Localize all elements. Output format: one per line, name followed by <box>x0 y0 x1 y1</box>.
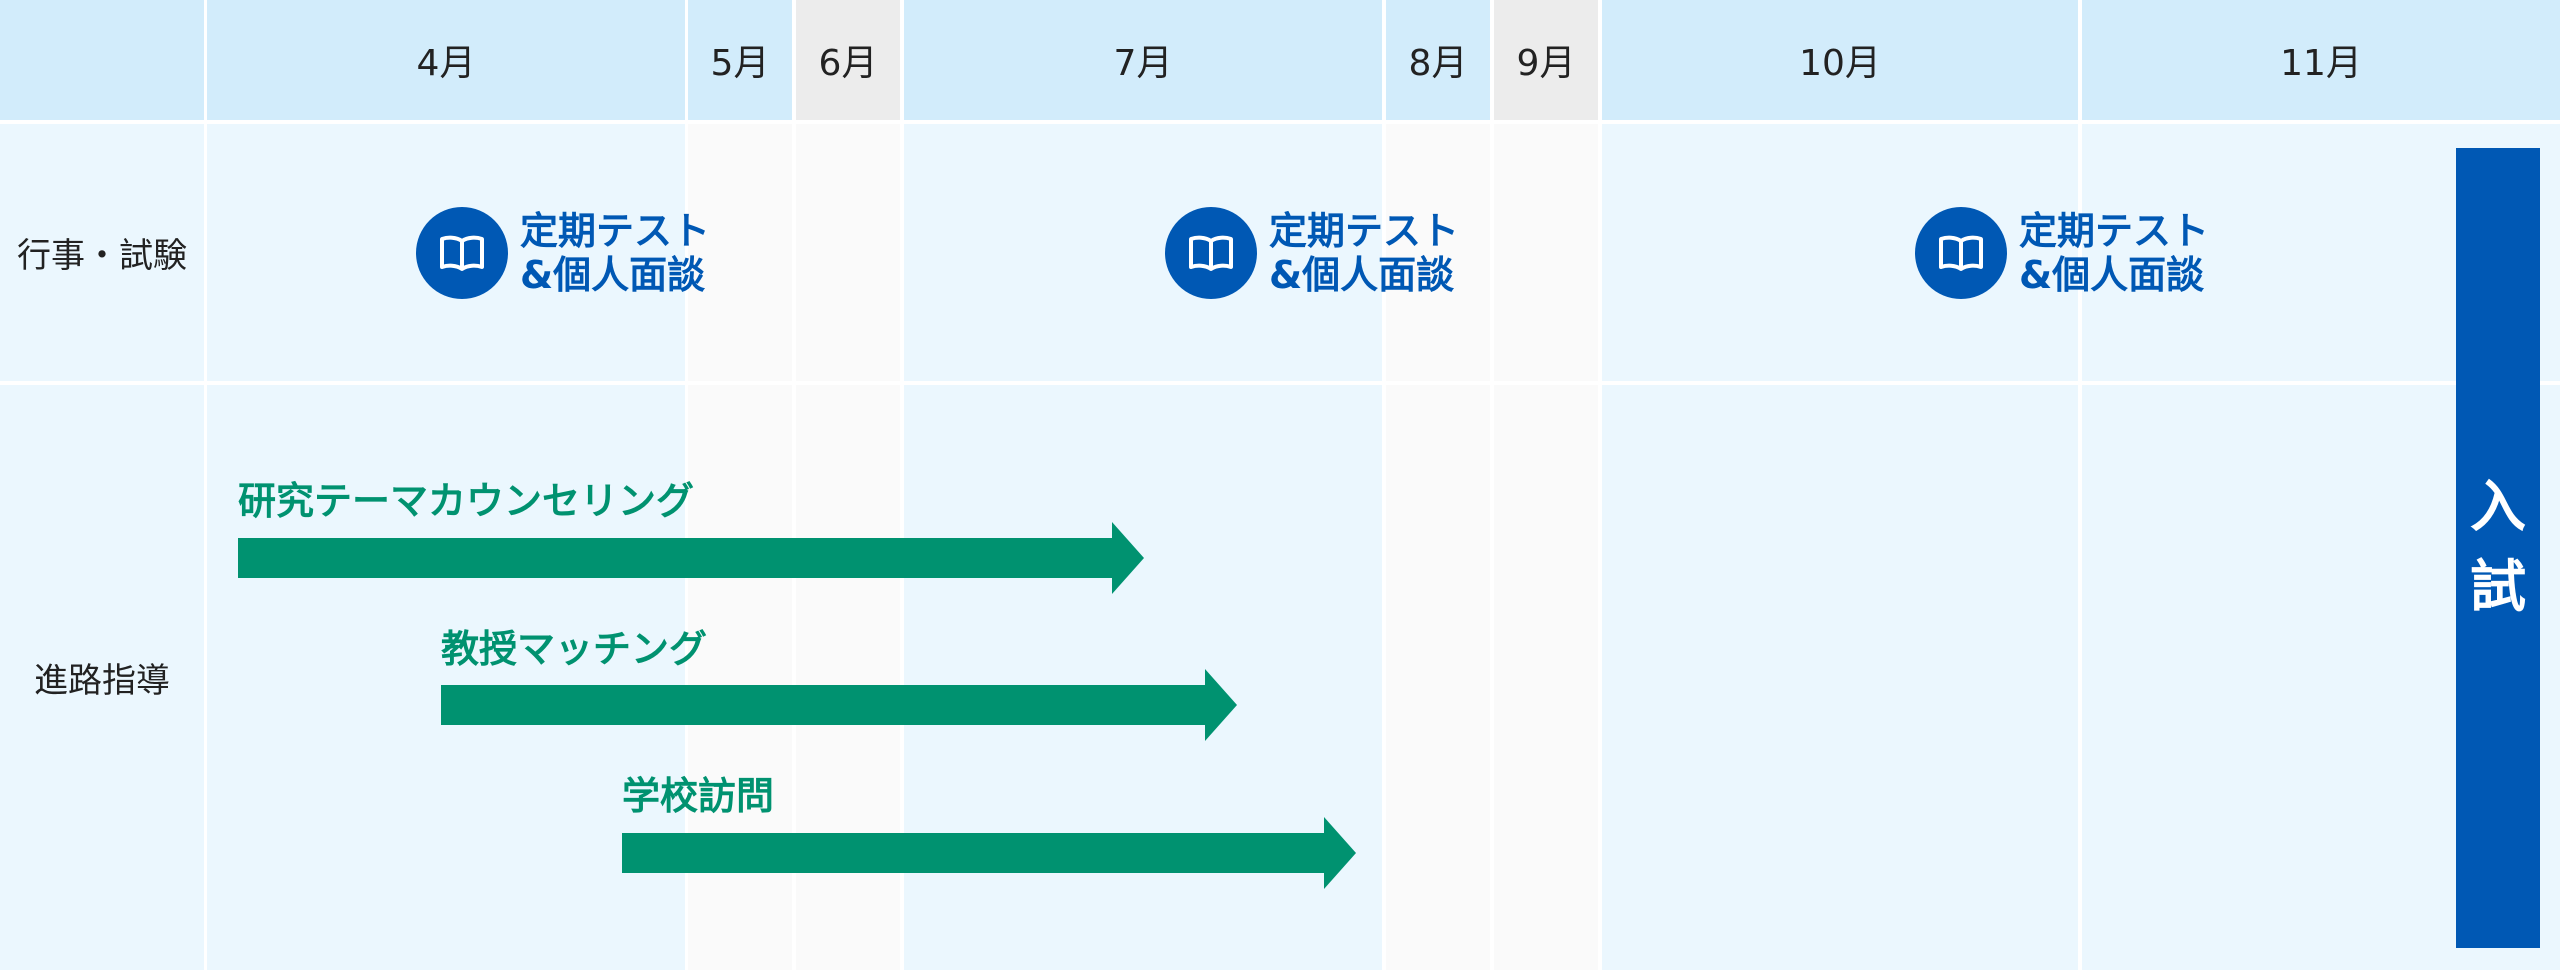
column-april <box>207 0 685 970</box>
guidance-arrow-professor-matching <box>441 669 1237 741</box>
guidance-label-professor-matching: 教授マッチング <box>441 627 708 671</box>
month-header-october: 10月 <box>1602 0 2078 120</box>
guidance-arrow-school-visit <box>622 817 1356 889</box>
row-divider-header <box>0 120 2560 124</box>
month-header-may: 5月 <box>688 0 792 120</box>
month-header-july: 7月 <box>904 0 1382 120</box>
row-label-events: 行事・試験 <box>0 124 204 381</box>
column-august <box>1386 0 1490 970</box>
event-title: 定期テスト <box>1269 209 1460 253</box>
event-exam-interview-april: 定期テスト &個人面談 <box>416 207 710 299</box>
event-subtitle: &個人面談 <box>2019 253 2205 297</box>
month-header-november: 11月 <box>2082 0 2560 120</box>
guidance-label-research-counseling: 研究テーマカウンセリング <box>238 479 695 523</box>
book-icon <box>1165 207 1257 299</box>
book-icon <box>416 207 508 299</box>
column-june <box>796 0 900 970</box>
column-july <box>904 0 1382 970</box>
exam-char: 試 <box>2470 555 2526 620</box>
row-label-guidance: 進路指導 <box>0 385 204 970</box>
header-corner <box>0 0 204 120</box>
event-subtitle: &個人面談 <box>520 253 706 297</box>
event-exam-interview-july: 定期テスト &個人面談 <box>1165 207 1459 299</box>
exam-char: 入 <box>2470 475 2526 540</box>
column-october <box>1602 0 2078 970</box>
event-exam-interview-october: 定期テスト &個人面談 <box>1915 207 2209 299</box>
guidance-arrow-research-counseling <box>238 522 1144 594</box>
event-title: 定期テスト <box>2019 209 2210 253</box>
column-september <box>1494 0 1598 970</box>
book-icon <box>1915 207 2007 299</box>
month-header-april: 4月 <box>207 0 685 120</box>
row-divider-events <box>0 381 2560 385</box>
column-may <box>688 0 792 970</box>
month-header-september: 9月 <box>1494 0 1598 120</box>
month-header-august: 8月 <box>1386 0 1490 120</box>
guidance-label-school-visit: 学校訪問 <box>622 774 775 818</box>
month-header-june: 6月 <box>796 0 900 120</box>
entrance-exam-bar: 入 試 <box>2456 148 2540 948</box>
event-title: 定期テスト <box>520 209 711 253</box>
event-subtitle: &個人面談 <box>1269 253 1455 297</box>
